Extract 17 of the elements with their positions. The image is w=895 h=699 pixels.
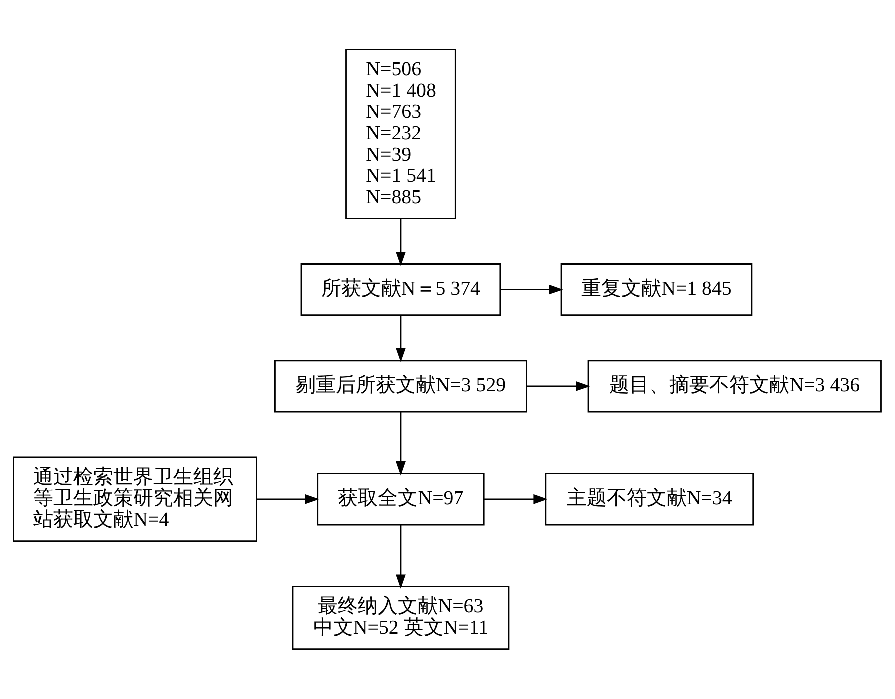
arrow: [484, 494, 548, 504]
node-box: 剔重后所获文献N=3 529: [274, 360, 528, 413]
arrow: [396, 412, 406, 476]
node-box: 通过检索世界卫生组织等卫生政策研究相关网站获取文献N=4: [13, 456, 258, 542]
arrow: [396, 316, 406, 362]
node-box: 主题不符文献N=34: [545, 473, 754, 526]
arrow: [396, 525, 406, 589]
arrow: [500, 284, 564, 295]
node-box: 题目、摘要不符文献N=3 436: [588, 360, 882, 413]
node-box: 最终纳入文献N=63 中文N=52 英文N=11: [292, 586, 510, 650]
arrow: [396, 219, 406, 266]
arrow: [257, 494, 320, 504]
node-box: N=506 N=1 408 N=763 N=232 N=39 N=1 541 N=885: [346, 48, 456, 220]
node-box: 所获文献N＝5 374: [300, 264, 502, 316]
node-box: 重复文献N=1 845: [560, 264, 753, 316]
node-box: 获取全文N=97: [317, 473, 485, 526]
arrow: [526, 381, 590, 392]
